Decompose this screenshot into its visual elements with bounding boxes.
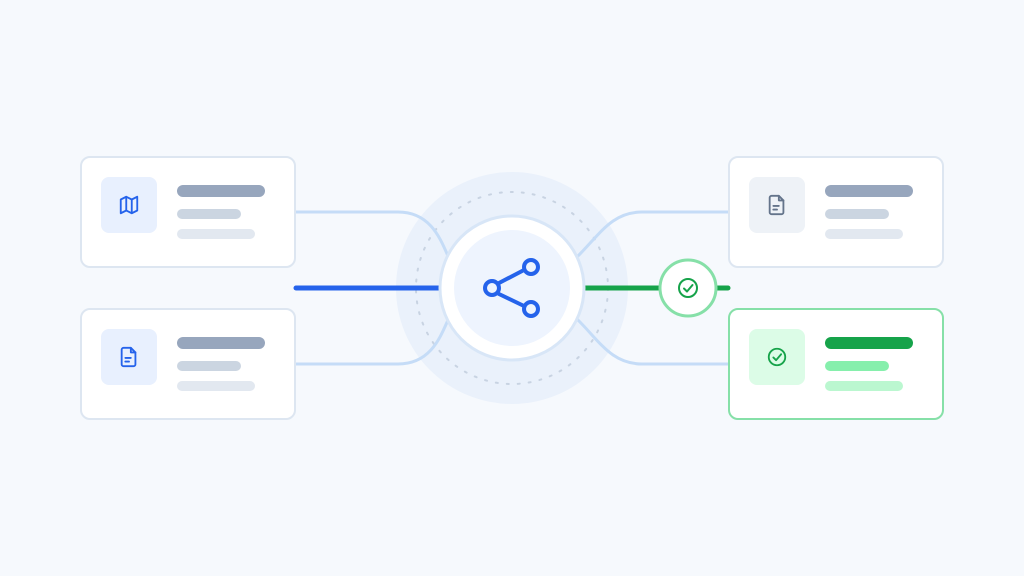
map-icon xyxy=(119,195,139,215)
check-circle-icon xyxy=(767,347,787,367)
hub-inner-circle xyxy=(454,230,570,346)
share-icon[interactable] xyxy=(483,258,540,318)
icon-tile xyxy=(749,329,805,385)
placeholder-line xyxy=(177,229,255,239)
icon-tile xyxy=(101,177,157,233)
source-card-map[interactable] xyxy=(80,156,296,268)
icon-tile xyxy=(749,177,805,233)
checkpoint-circle xyxy=(658,258,718,318)
placeholder-line xyxy=(825,381,903,391)
placeholder-title-bar xyxy=(825,337,913,349)
placeholder-line xyxy=(177,381,255,391)
source-card-document[interactable] xyxy=(80,308,296,420)
icon-tile xyxy=(101,329,157,385)
placeholder-line xyxy=(825,229,903,239)
placeholder-line xyxy=(177,361,241,371)
placeholder-title-bar xyxy=(177,185,265,197)
connector-map-to-hub xyxy=(294,210,450,258)
connector-document-to-hub xyxy=(294,318,450,366)
document-icon xyxy=(768,194,785,216)
placeholder-line xyxy=(177,209,241,219)
connector-hub-to-target-success xyxy=(576,318,730,366)
placeholder-line xyxy=(825,209,889,219)
placeholder-title-bar xyxy=(177,337,265,349)
document-icon xyxy=(120,346,137,368)
connector-hub-to-target-document xyxy=(576,210,730,258)
check-circle-icon xyxy=(678,278,698,298)
target-card-success[interactable] xyxy=(728,308,944,420)
target-card-document[interactable] xyxy=(728,156,944,268)
placeholder-title-bar xyxy=(825,185,913,197)
placeholder-line xyxy=(825,361,889,371)
